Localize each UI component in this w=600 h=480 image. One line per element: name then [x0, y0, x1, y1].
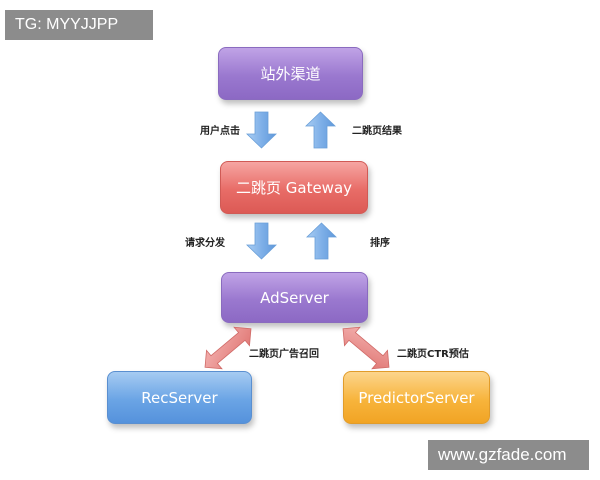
- arrow-down-request: [246, 222, 277, 260]
- offsite-channel-node: 站外渠道: [218, 47, 363, 100]
- watermark-top-left: TG: MYYJJPP: [5, 10, 153, 40]
- arrow-up-result: [305, 111, 336, 149]
- recserver-node: RecServer: [107, 371, 252, 424]
- predictor-server-node: PredictorServer: [343, 371, 490, 424]
- edge-label-sort: 排序: [370, 238, 390, 249]
- edge-label-result: 二跳页结果: [352, 126, 402, 137]
- double-arrow-recall: [204, 326, 252, 370]
- arrow-up-sort: [306, 222, 337, 260]
- edge-label-ctr: 二跳页CTR预估: [397, 349, 469, 360]
- double-arrow-ctr: [342, 326, 390, 370]
- edge-label-user-click: 用户点击: [200, 126, 240, 137]
- edge-label-request: 请求分发: [185, 238, 225, 249]
- gateway-node: 二跳页 Gateway: [220, 161, 368, 214]
- adserver-node: AdServer: [221, 272, 368, 323]
- arrow-down-user-click: [246, 111, 277, 149]
- edge-label-recall: 二跳页广告召回: [249, 349, 319, 360]
- watermark-bottom-right: www.gzfade.com: [428, 440, 589, 470]
